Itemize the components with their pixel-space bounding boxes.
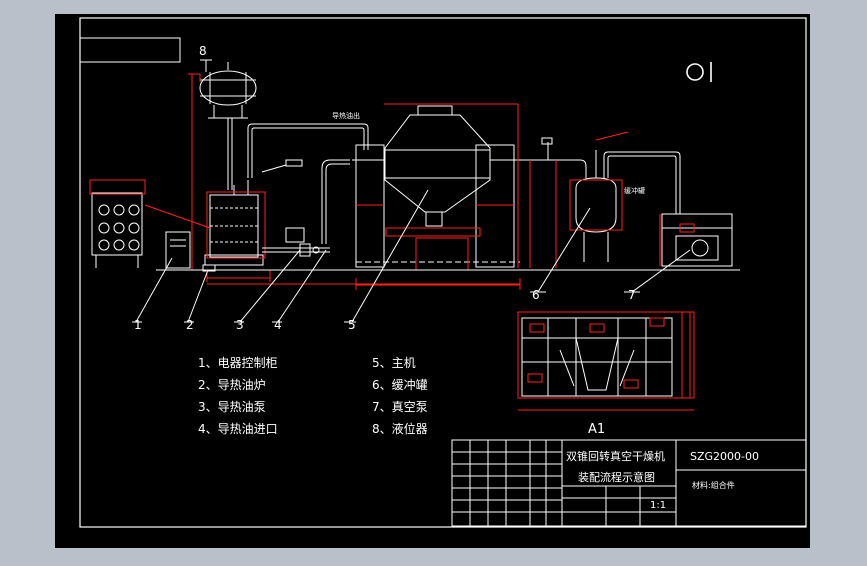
title-block — [451, 439, 807, 527]
drawing-sheet — [55, 14, 810, 548]
furnace-dims — [206, 191, 271, 282]
oil-pipes — [247, 123, 369, 244]
callout-8: 8 — [199, 44, 207, 58]
projection-symbol — [686, 62, 712, 82]
furnace-tag — [261, 159, 303, 173]
callout-7: 7 — [628, 288, 636, 302]
corner-box — [80, 37, 181, 63]
pump-dims — [659, 214, 695, 266]
drawing-number: SZG2000-00 — [690, 450, 760, 463]
leader-lines — [132, 59, 691, 323]
floor-plan — [517, 311, 695, 411]
oil-furnace — [202, 180, 264, 272]
legend-item-7: 7、真空泵 — [372, 400, 428, 414]
tank-label: 缓冲罐 — [624, 187, 645, 195]
tank-dims — [529, 131, 629, 268]
vacuum-pump — [661, 213, 733, 267]
legend-item-2: 2、导热油炉 — [198, 378, 266, 392]
sheet-size: A1 — [588, 422, 606, 437]
callout-3: 3 — [236, 318, 244, 332]
buffer-tank — [520, 137, 681, 262]
scale-label: 1:1 — [650, 500, 667, 511]
drawing-title-line2: 装配流程示意图 — [578, 471, 655, 484]
main-dryer — [352, 105, 520, 268]
callout-4: 4 — [274, 318, 282, 332]
legend-item-1: 1、电器控制柜 — [198, 356, 278, 370]
drawing-title-line1: 双锥回转真空干燥机 — [566, 450, 665, 463]
drawing-border — [79, 17, 807, 528]
cabinet-dims — [89, 179, 211, 229]
control-panel — [165, 231, 191, 269]
legend-item-6: 6、缓冲罐 — [372, 378, 428, 392]
legend-item-3: 3、导热油泵 — [198, 400, 266, 414]
callout-6: 6 — [532, 288, 540, 302]
electrical-cabinet — [91, 192, 143, 268]
legend-item-8: 8、液位器 — [372, 422, 428, 436]
material-label: 材料:组合件 — [692, 481, 735, 490]
legend-item-5: 5、主机 — [372, 356, 416, 370]
legend-item-4: 4、导热油进口 — [198, 422, 278, 436]
callout-2: 2 — [186, 318, 194, 332]
callout-1: 1 — [134, 318, 142, 332]
oil-out-label: 导热油出 — [332, 112, 360, 120]
callout-5: 5 — [348, 318, 356, 332]
level-indicator-tank — [199, 62, 257, 190]
dim-lines-left — [188, 73, 201, 270]
